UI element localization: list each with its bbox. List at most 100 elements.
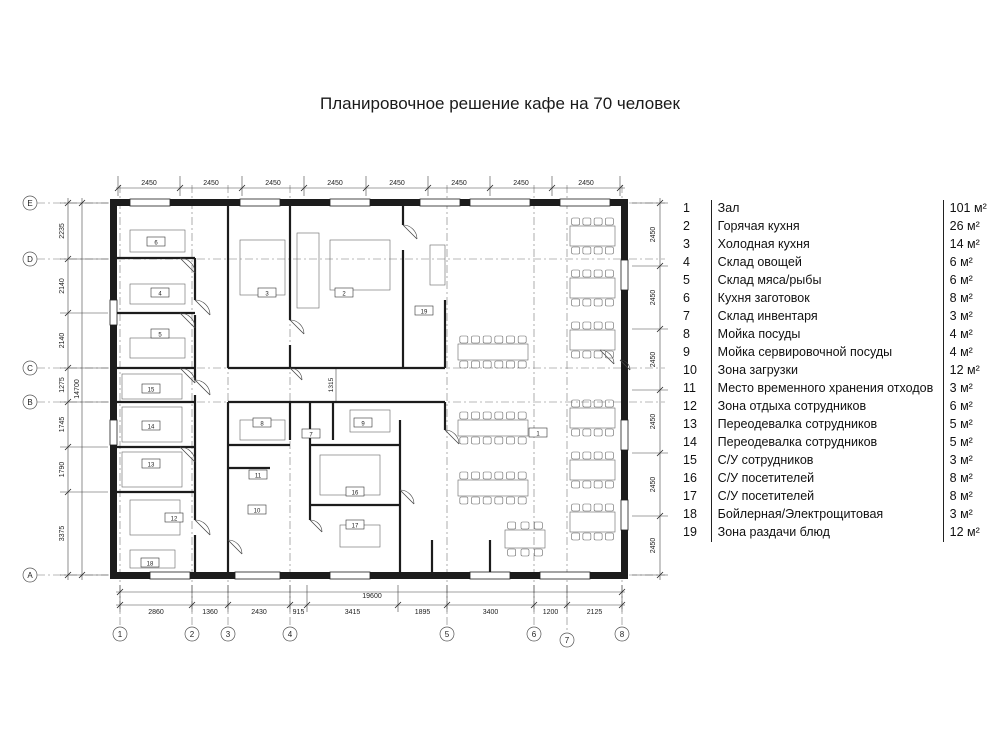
chair	[582, 217, 592, 226]
axis-label: 2	[190, 630, 195, 639]
window	[419, 198, 461, 207]
dining-table	[569, 277, 616, 299]
dim-tick	[618, 588, 626, 596]
legend-area: 3 м²	[942, 380, 995, 398]
room-tag-box	[257, 287, 277, 298]
room-tag: 18	[147, 562, 154, 568]
dining-table	[569, 225, 616, 247]
chair	[459, 436, 469, 445]
chair	[605, 428, 614, 437]
room-tag: 8	[260, 422, 264, 428]
dim-value: 3400	[483, 609, 499, 616]
fixture	[121, 406, 183, 443]
dining-table	[569, 407, 616, 429]
dim-value: 2450	[451, 180, 467, 187]
fixture	[129, 337, 186, 359]
room-tag-box	[252, 417, 272, 428]
legend-name: Переодевалка сотрудников	[710, 416, 944, 434]
chair	[571, 350, 580, 359]
chair	[507, 548, 516, 557]
dim-value: 1790	[59, 462, 66, 478]
chair	[582, 428, 592, 437]
chair	[571, 246, 580, 255]
axis-bubble	[439, 626, 455, 642]
dim-value: 915	[293, 609, 305, 616]
dim-value: 2140	[59, 333, 66, 349]
chair	[459, 471, 469, 480]
dim-value: 2450	[650, 538, 657, 554]
chair	[593, 350, 603, 359]
chair	[494, 496, 504, 505]
door-leaf	[194, 519, 211, 536]
chair	[582, 399, 592, 408]
legend-name: Зона отдыха сотрудников	[710, 398, 944, 416]
legend-name: С/У посетителей	[710, 470, 944, 488]
door-swing	[179, 367, 196, 384]
axis-bubble	[614, 626, 630, 642]
chair	[593, 399, 603, 408]
window	[620, 499, 629, 531]
room-tag: 3	[265, 292, 269, 298]
dim-total: 14700	[74, 379, 81, 399]
legend-num: 13	[683, 417, 697, 431]
dim-tick	[116, 588, 124, 596]
legend-name: Кухня заготовок	[710, 290, 944, 308]
axis-label: E	[27, 199, 32, 208]
axis-label: 1	[118, 630, 123, 639]
window	[620, 259, 629, 291]
fixture	[239, 239, 286, 296]
fixture	[349, 409, 391, 433]
dining-table	[504, 529, 546, 549]
room-tag: 5	[158, 333, 162, 339]
chair	[471, 335, 480, 344]
door-leaf	[399, 489, 415, 505]
legend-area: 3 м²	[942, 308, 995, 326]
legend-num: 8	[683, 327, 690, 341]
chair	[482, 471, 492, 480]
door-leaf	[619, 359, 631, 371]
room-tag-box	[414, 305, 434, 316]
chair	[593, 503, 603, 512]
dim-tick	[78, 199, 86, 207]
chair	[605, 503, 614, 512]
window	[469, 571, 511, 580]
door-swing	[179, 312, 196, 329]
chair	[571, 428, 580, 437]
chair	[605, 321, 614, 330]
room-tag: 11	[255, 474, 262, 480]
chair	[571, 532, 580, 541]
chair	[593, 269, 603, 278]
door-leaf	[179, 257, 196, 274]
dim-value: 2450	[327, 180, 343, 187]
chair	[471, 436, 480, 445]
room-tag-box	[140, 557, 160, 568]
dining-table	[569, 329, 616, 351]
room-tag-box	[248, 469, 268, 480]
legend-num: 2	[683, 219, 690, 233]
chair	[517, 335, 527, 344]
room-tag: 13	[148, 463, 155, 469]
door-leaf	[444, 429, 460, 445]
window	[539, 571, 591, 580]
fixture	[296, 232, 320, 309]
legend-num: 4	[683, 255, 690, 269]
door-swing	[309, 519, 323, 533]
chair	[517, 496, 527, 505]
room-tag: 15	[148, 388, 155, 394]
axis-label: 6	[532, 630, 537, 639]
chair	[605, 246, 614, 255]
legend-name: Горячая кухня	[710, 218, 944, 236]
dim-value: 1745	[59, 417, 66, 433]
window	[469, 198, 531, 207]
door-swing	[399, 489, 415, 505]
room-tag-box	[141, 383, 161, 394]
legend-name: Бойлерная/Электрощитовая	[710, 506, 944, 524]
chair	[582, 298, 592, 307]
legend-num: 5	[683, 273, 690, 287]
